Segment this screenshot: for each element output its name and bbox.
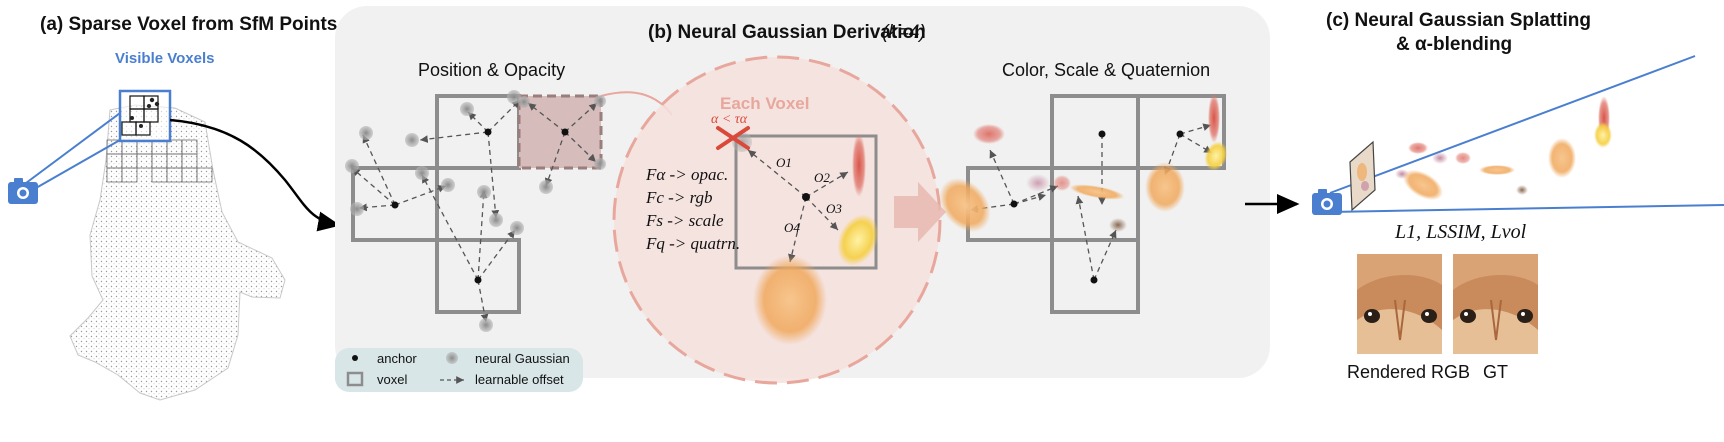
- threshold-label: α < τα: [711, 112, 748, 127]
- arrow-a-to-b: [169, 118, 341, 232]
- visible-voxels-label: Visible Voxels: [115, 50, 215, 67]
- camera-icon-right: [1312, 189, 1342, 215]
- gt-label: GT: [1483, 362, 1508, 382]
- legend-voxel-icon: [346, 371, 364, 387]
- feature-line-quaternion: Fq -> quatrn.: [646, 234, 741, 253]
- right-structure-label: Color, Scale & Quaternion: [1002, 60, 1211, 80]
- visible-voxels-box: [118, 89, 172, 143]
- image-plane: [1349, 140, 1376, 212]
- each-voxel-anchor: [802, 193, 810, 201]
- loss-label: L1, LSSIM, Lvol: [1395, 221, 1527, 243]
- rendered-rgb-image: [1357, 254, 1442, 354]
- voxel-grid: [106, 139, 213, 183]
- cat-point-cloud: [69, 104, 286, 401]
- rendered-rgb-label: Rendered RGB: [1347, 362, 1471, 382]
- left-anchors: [391, 128, 569, 284]
- offset-label-o1: O1: [776, 155, 792, 170]
- panel-b-title: (b) Neural Gaussian Derivation: [648, 22, 926, 43]
- legend-neural-gaussian-icon: [446, 352, 458, 364]
- splatted-gaussians: [1395, 96, 1612, 201]
- offset-label-o2: O2: [814, 170, 830, 185]
- legend-voxel-label: voxel: [377, 372, 408, 387]
- offset-label-o4: O4: [784, 220, 800, 235]
- panel-c-title: (c) Neural Gaussian Splatting: [1326, 10, 1591, 31]
- left-offsets: [351, 99, 598, 323]
- camera-icon-left: [8, 178, 38, 204]
- splatting-frustum: [1329, 55, 1724, 213]
- highlighted-voxel: [517, 94, 603, 170]
- panel-b-k-label: (k=4): [882, 22, 926, 43]
- right-neural-gaussians: [939, 93, 1228, 232]
- panel-a-title: (a) Sparse Voxel from SfM Points: [40, 14, 338, 35]
- each-voxel-offsets: [747, 149, 849, 263]
- camera-view-lines: [21, 112, 121, 197]
- each-voxel-gaussians: [732, 132, 879, 345]
- panel-c-title-line2: & α-blending: [1396, 34, 1513, 55]
- feature-line-scale: Fs -> scale: [646, 211, 724, 230]
- legend-box: [335, 348, 583, 392]
- b-transition-arrow: [894, 182, 946, 242]
- legend-anchor-icon: [352, 355, 358, 361]
- legend-anchor-label: anchor: [377, 351, 417, 366]
- each-voxel-label: Each Voxel: [720, 94, 810, 113]
- feature-line-opacity: Fα -> opac.: [646, 165, 729, 184]
- left-neural-gaussians: [345, 90, 606, 332]
- feature-line-rgb: Fc -> rgb: [646, 188, 713, 207]
- left-structure-label: Position & Opacity: [418, 60, 566, 80]
- right-anchors: [1010, 130, 1184, 284]
- legend-neural-gaussian-label: neural Gaussian: [475, 351, 570, 366]
- offset-label-o3: O3: [826, 201, 842, 216]
- pruned-x-mark: [716, 126, 750, 150]
- gt-image: [1453, 254, 1538, 354]
- legend-offset-label: learnable offset: [475, 372, 564, 387]
